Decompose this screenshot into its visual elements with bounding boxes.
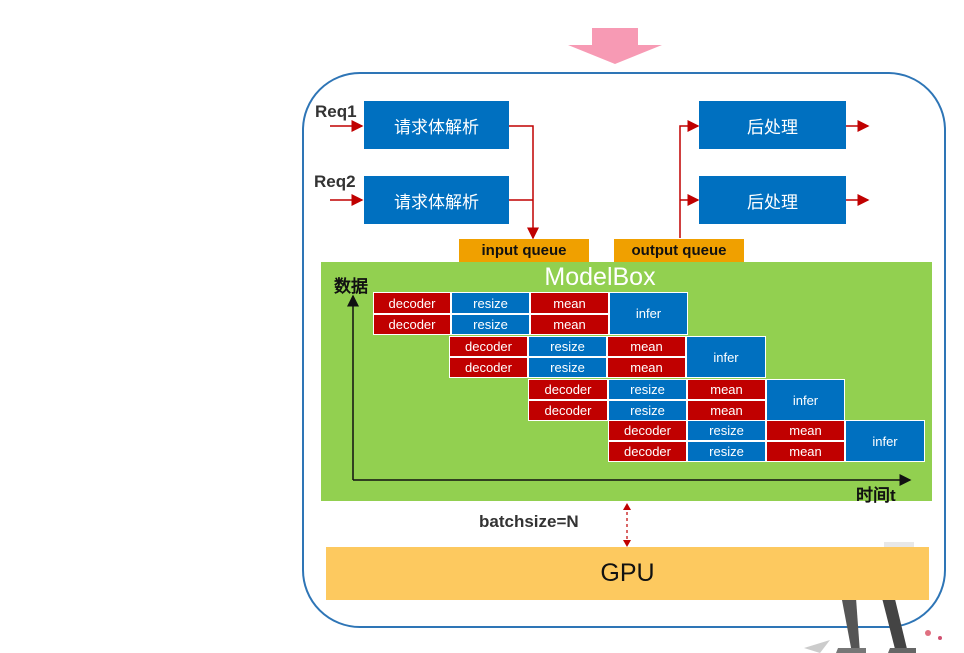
incoming-arrow-icon (568, 28, 662, 64)
mean-cell: mean (687, 400, 766, 421)
request-parse-box-2: 请求体解析 (364, 176, 509, 224)
decoder-cell: decoder (528, 379, 608, 400)
resize-cell: resize (608, 400, 687, 421)
request-parse-box-1: 请求体解析 (364, 101, 509, 149)
resize-cell: resize (528, 336, 607, 357)
postprocess-box-1: 后处理 (699, 101, 846, 149)
resize-cell: resize (528, 357, 607, 378)
decorative-figure-image (804, 542, 942, 653)
decoder-cell: decoder (373, 314, 451, 335)
gpu-box: GPU (326, 547, 929, 600)
mean-cell: mean (530, 314, 609, 335)
mean-cell: mean (687, 379, 766, 400)
resize-cell: resize (687, 420, 766, 441)
y-axis-label: 数据 (334, 277, 368, 296)
modelbox-title: ModelBox (544, 263, 656, 291)
decoder-cell: decoder (528, 400, 608, 421)
mean-cell: mean (607, 336, 686, 357)
mean-cell: mean (766, 441, 845, 462)
infer-cell: infer (609, 292, 688, 335)
decoder-cell: decoder (449, 336, 528, 357)
batch-size-label: batchsize=N (479, 512, 579, 531)
infer-cell: infer (845, 420, 925, 462)
mean-cell: mean (766, 420, 845, 441)
decoder-cell: decoder (449, 357, 528, 378)
decoder-cell: decoder (608, 441, 687, 462)
resize-cell: resize (608, 379, 687, 400)
resize-cell: resize (451, 292, 530, 314)
output-queue: output queue (614, 239, 744, 262)
mean-cell: mean (530, 292, 609, 314)
service-frame (302, 72, 946, 628)
x-axis-label: 时间t (856, 486, 896, 505)
infer-cell: infer (686, 336, 766, 378)
mean-cell: mean (607, 357, 686, 378)
decoder-cell: decoder (373, 292, 451, 314)
resize-cell: resize (451, 314, 530, 335)
postprocess-box-2: 后处理 (699, 176, 846, 224)
request-label-1: Req1 (315, 102, 357, 121)
decoder-cell: decoder (608, 420, 687, 441)
input-queue: input queue (459, 239, 589, 262)
infer-cell: infer (766, 379, 845, 421)
resize-cell: resize (687, 441, 766, 462)
request-label-2: Req2 (314, 172, 356, 191)
